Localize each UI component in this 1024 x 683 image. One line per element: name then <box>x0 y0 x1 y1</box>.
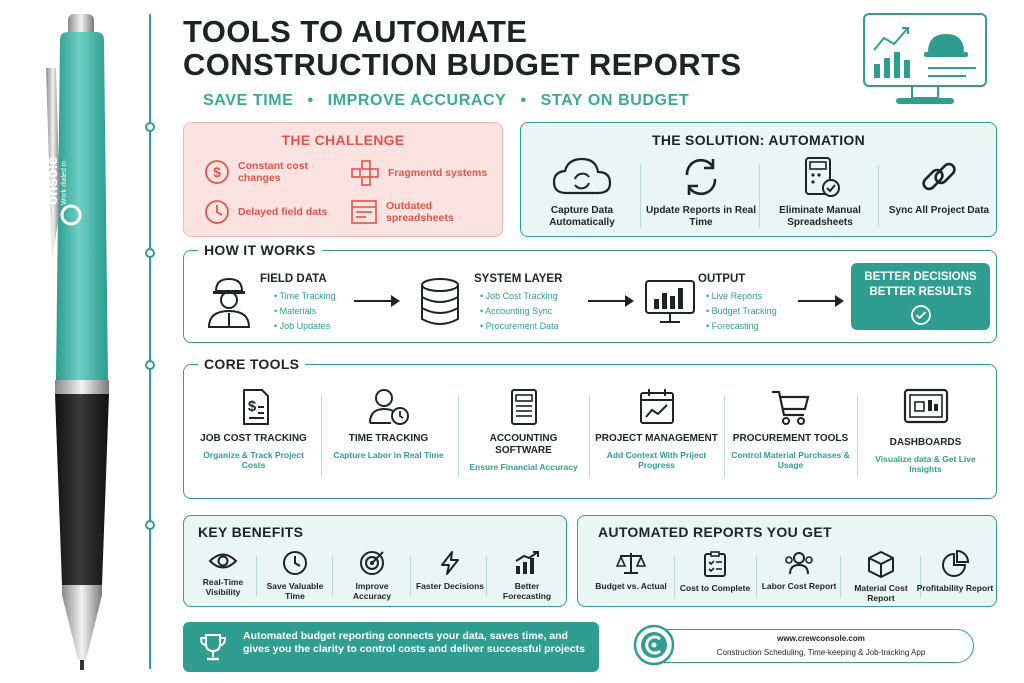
pen-slogan: Work dialed in. <box>61 158 68 205</box>
footer-banner: Automated budget reporting connects your… <box>183 622 599 672</box>
svg-text:$: $ <box>213 164 221 180</box>
checklist-icon <box>704 551 726 577</box>
refresh-icon <box>685 158 717 196</box>
field-data-title: FIELD DATA <box>260 273 327 285</box>
solution-item: Capture Data Automatically <box>523 155 641 229</box>
pen-illustration <box>46 14 109 670</box>
team-icon <box>785 552 813 575</box>
benefit-item: Improve Accuracy <box>337 550 407 601</box>
fragmented-blocks-icon <box>351 160 379 186</box>
better-results-badge: BETTER DECISIONS BETTER RESULTS <box>851 263 990 330</box>
monitor-bars-icon <box>645 280 695 323</box>
automated-reports-panel: AUTOMATED REPORTS YOU GET Budget vs. Act… <box>577 515 997 607</box>
solution-item: Eliminate Manual Spreadsheets <box>761 155 879 229</box>
pen-brand: onsole <box>44 156 61 205</box>
arrow-right-icon <box>798 295 844 307</box>
output-title: OUTPUT <box>698 273 746 285</box>
shopping-cart-icon <box>771 390 809 425</box>
database-icon <box>421 278 459 325</box>
report-item: Material Cost Report <box>842 550 920 603</box>
challenge-item: Outdated spreadsheets <box>350 199 490 225</box>
check-circle-icon <box>910 305 931 325</box>
target-icon <box>360 551 384 575</box>
brand-description: Construction Scheduling, Time-keeping & … <box>716 648 926 657</box>
reports-title: AUTOMATED REPORTS YOU GET <box>598 524 832 540</box>
footer-text: Automated budget reporting connects your… <box>243 630 585 655</box>
benefit-item: Save Valuable Time <box>260 550 330 601</box>
core-tool-item: TIME TRACKING Capture Labor in Real Time <box>326 387 451 460</box>
trophy-icon <box>199 634 227 661</box>
challenge-item: Delayed field dats <box>204 199 334 225</box>
system-layer-title: SYSTEM LAYER <box>474 273 563 285</box>
core-tool-item: $ JOB COST TRACKING Organize & Track Pro… <box>191 387 316 470</box>
report-item: Labor Cost Report <box>760 550 838 591</box>
growth-chart-icon <box>515 551 539 574</box>
worker-icon <box>207 277 251 328</box>
dollar-icon: $ <box>205 160 229 184</box>
dashboard-icon <box>903 388 948 424</box>
brand-badge: www.crewconsole.com Construction Schedul… <box>633 624 974 666</box>
eye-icon <box>208 553 238 569</box>
system-layer-list: Job Cost TrackingAccounting SyncProcurem… <box>480 289 559 334</box>
timeline-line <box>149 14 151 669</box>
solution-title: THE SOLUTION: AUTOMATION <box>651 132 866 148</box>
timeline-dot <box>145 360 155 370</box>
accounting-sheet-icon <box>510 389 537 425</box>
challenge-item: $ Constant cost changes <box>204 159 334 185</box>
crewconsole-logo-icon <box>633 624 675 666</box>
spreadsheet-icon <box>351 200 377 224</box>
core-tool-item: PROJECT MANAGEMENT Add Context With Prij… <box>594 387 719 470</box>
svg-text:$: $ <box>247 398 256 415</box>
timeline-dot <box>145 520 155 530</box>
core-title: CORE TOOLS <box>198 356 306 372</box>
arrow-right-icon <box>354 295 400 307</box>
core-tools-panel: CORE TOOLS $ JOB COST TRACKING Organize … <box>183 356 997 499</box>
core-tool-item: ACCOUNTING SOFTWARE Ensure Financial Acc… <box>461 387 586 472</box>
user-clock-icon <box>368 389 409 425</box>
key-benefits-panel: KEY BENEFITS Real-Time Visibility Save V… <box>183 515 567 607</box>
how-title: HOW IT WORKS <box>198 242 322 258</box>
calendar-chart-icon <box>639 389 674 424</box>
benefits-title: KEY BENEFITS <box>198 524 304 540</box>
benefit-item: Better Forecasting <box>492 550 562 601</box>
challenge-title: THE CHALLENGE <box>281 132 405 148</box>
timeline-dot <box>145 122 155 132</box>
report-item: Cost to Complete <box>676 550 754 593</box>
output-list: Live ReportsBudget TrackingForecasting <box>706 289 777 334</box>
brand-url[interactable]: www.crewconsole.com <box>777 634 865 643</box>
solution-item: Update Reports in Real Time <box>642 155 760 229</box>
report-item: Budget vs. Actual <box>592 550 670 591</box>
clock-icon <box>283 551 307 575</box>
solution-panel: THE SOLUTION: AUTOMATION Capture Data Au… <box>520 122 997 237</box>
arrow-right-icon <box>588 295 634 307</box>
scale-icon <box>616 553 646 574</box>
link-icon <box>922 162 956 191</box>
field-data-list: Time TrackingMaterialsJob Updates <box>274 289 336 334</box>
monitor-chart-icon <box>863 13 987 104</box>
benefit-item: Faster Decisions <box>415 550 485 591</box>
cloud-sync-icon <box>552 157 612 195</box>
challenge-item: Fragmentd systems <box>350 159 490 187</box>
core-tool-item: PROCUREMENT TOOLS Control Material Purch… <box>728 387 853 470</box>
pie-chart-icon <box>942 550 969 577</box>
tagline: SAVE TIME•IMPROVE ACCURACY•STAY ON BUDGE… <box>203 92 690 109</box>
report-item: Profitability Report <box>916 550 994 593</box>
box-icon <box>868 551 894 578</box>
clock-icon <box>205 200 229 224</box>
core-tool-item: DASHBOARDS Visualize data & Get Live Ins… <box>863 387 988 474</box>
timeline-dot <box>145 248 155 258</box>
lightning-icon <box>441 551 459 575</box>
benefit-item: Real-Time Visibility <box>188 550 258 597</box>
invoice-dollar-icon: $ <box>242 389 269 425</box>
calculator-check-icon <box>805 157 840 197</box>
page-title: TOOLS TO AUTOMATE CONSTRUCTION BUDGET RE… <box>183 14 742 82</box>
how-it-works-panel: HOW IT WORKS FIELD DATA Time TrackingMat… <box>183 242 997 343</box>
challenge-panel: THE CHALLENGE $ Constant cost changes Fr… <box>183 122 503 237</box>
solution-item: Sync All Project Data <box>880 155 998 217</box>
